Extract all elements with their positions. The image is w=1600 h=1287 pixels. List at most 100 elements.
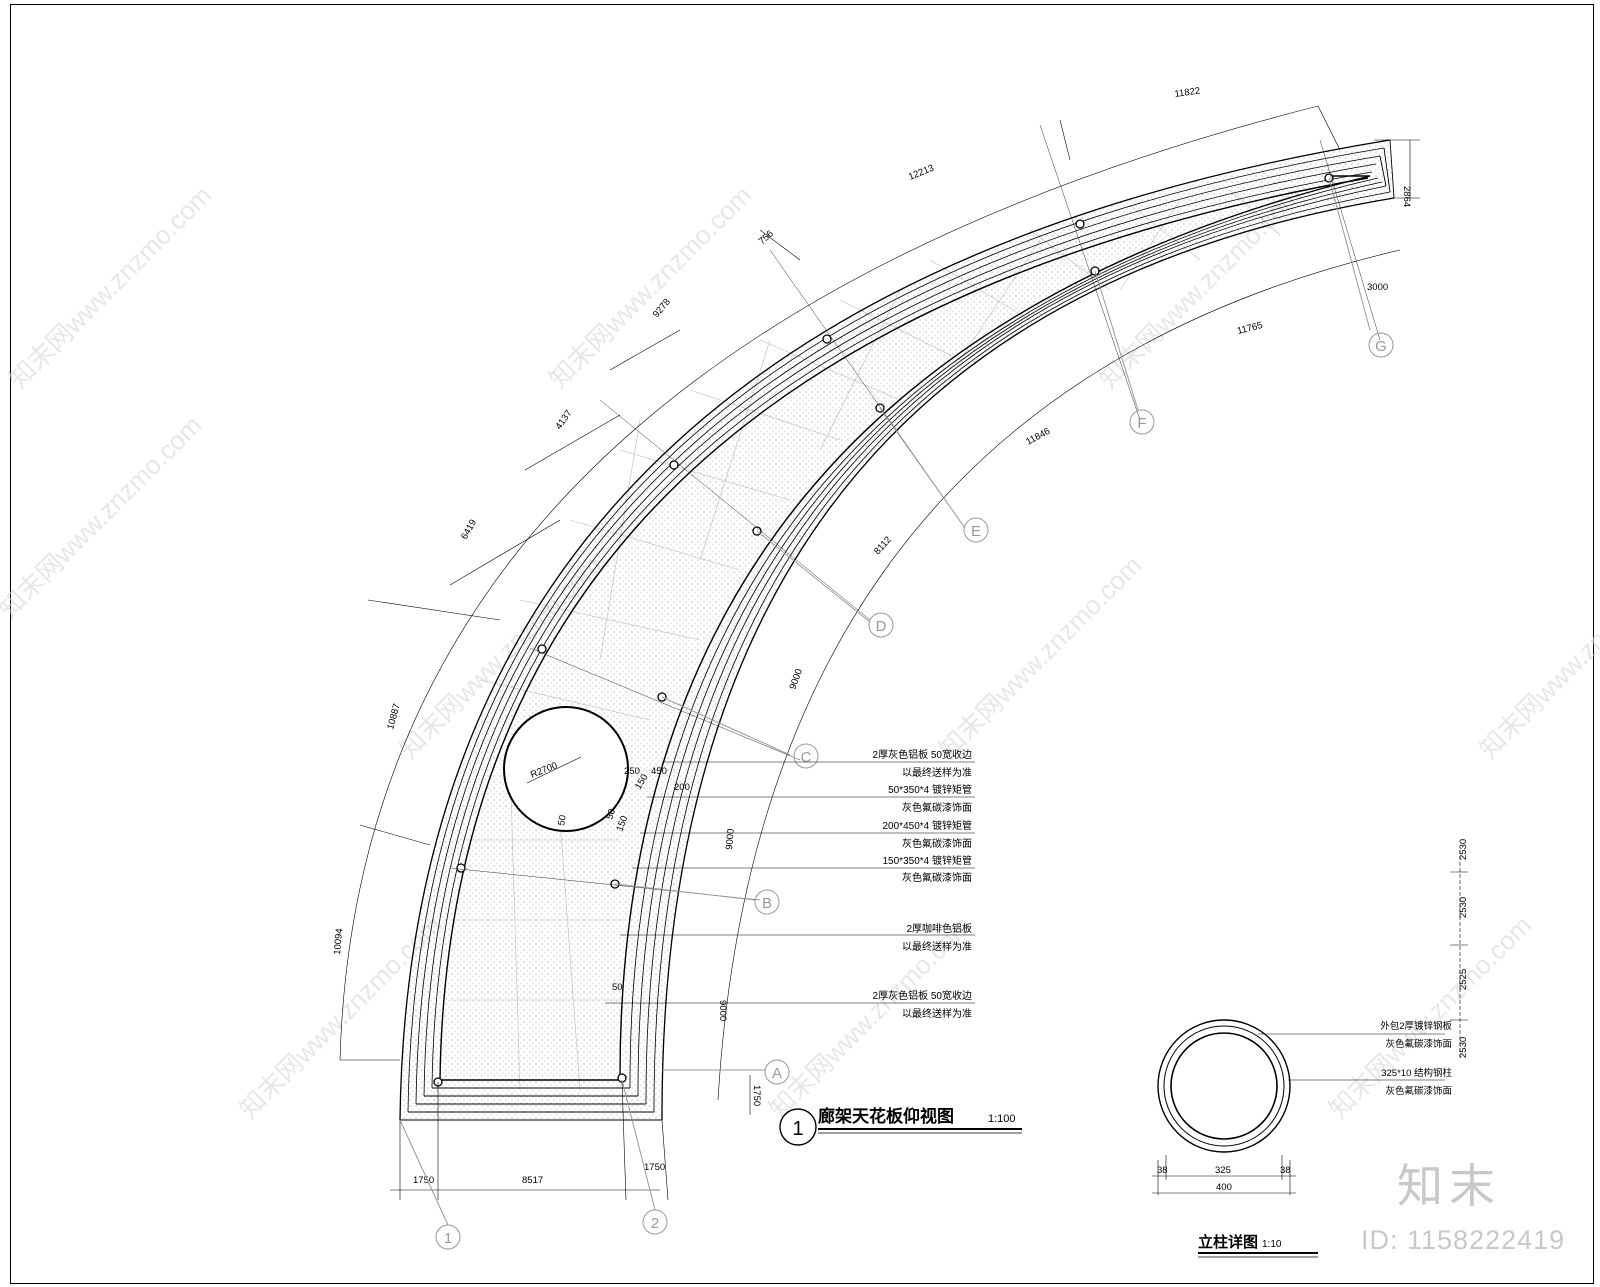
dim-text: 50 xyxy=(612,982,623,993)
inner-dim-arc xyxy=(717,249,1401,1101)
detail-dim: 2530 xyxy=(1458,897,1469,918)
axis-bubble xyxy=(754,889,780,915)
detail-dim: 2525 xyxy=(1458,969,1469,990)
inner-rail-a xyxy=(645,185,1387,1105)
ceiling-infill xyxy=(400,140,1394,1120)
axis-bubble xyxy=(793,743,819,769)
main-scale: 1:100 xyxy=(988,1113,1016,1125)
detail-title: 立柱详图 xyxy=(1198,1233,1258,1251)
dim-text: 150 xyxy=(614,814,630,833)
dim-text: 200 xyxy=(674,782,690,793)
column xyxy=(822,334,832,344)
axis-bubble xyxy=(963,517,989,543)
inner-rail-b xyxy=(637,181,1383,1097)
steel-column xyxy=(1170,1032,1278,1140)
dim-text: 1750 xyxy=(644,1162,665,1173)
watermark-layer: 知末网www.znzmo.com 知末网www.znzmo.com 知末网www… xyxy=(0,180,1600,1124)
dim-text: 756 xyxy=(757,228,776,247)
note-text: 2厚灰色铝板 50宽收边 xyxy=(873,748,972,761)
column-detail-texts: 外包2厚镀锌钢板 灰色氟碳漆饰面 325*10 结构钢柱 灰色氟碳漆饰面 38 … xyxy=(1157,839,1469,1193)
end-cap-north xyxy=(1379,139,1395,199)
skylight-opening xyxy=(503,706,629,832)
axis-label: C xyxy=(801,749,812,766)
detail-note: 灰色氟碳漆饰面 xyxy=(1385,1038,1452,1050)
axis-bubble xyxy=(764,1059,790,1085)
end-cap-south xyxy=(400,1087,662,1121)
dim-text: 50 xyxy=(556,814,569,826)
column xyxy=(1075,219,1085,229)
note-text: 灰色氟碳漆饰面 xyxy=(902,801,972,814)
dimension-lines xyxy=(339,105,1420,1201)
axis-label: 1 xyxy=(444,1230,452,1247)
outer-rail-c xyxy=(431,171,1373,1089)
detail-dim: 400 xyxy=(1216,1182,1232,1193)
material-notes: 2厚灰色铝板 50宽收边 以最终送样为准 50*350*4 镀锌矩管 灰色氟碳漆… xyxy=(873,748,972,1020)
detail-dim: 38 xyxy=(1280,1165,1291,1176)
note-text: 200*450*4 镀锌矩管 xyxy=(883,819,973,832)
axis-bubble xyxy=(642,1209,668,1235)
inner-edge xyxy=(661,197,1395,1121)
axis-label: G xyxy=(1375,338,1387,355)
dim-text: 10887 xyxy=(385,702,402,730)
brand-logo: 知末 xyxy=(1397,1159,1501,1213)
dim-text: 8517 xyxy=(522,1175,543,1186)
detail-note: 325*10 结构钢柱 xyxy=(1381,1067,1452,1079)
detail-note: 外包2厚镀锌钢板 xyxy=(1380,1020,1452,1032)
dim-text: 11765 xyxy=(1236,320,1264,337)
axis-bubbles xyxy=(399,177,1394,1250)
title-index-circle xyxy=(779,1108,817,1146)
note-text: 灰色氟碳漆饰面 xyxy=(902,837,972,850)
note-text: 2厚灰色铝板 50宽收边 xyxy=(873,989,972,1002)
axis-label: 2 xyxy=(651,1215,659,1232)
radius-line xyxy=(526,756,582,784)
note-text: 以最终送样为准 xyxy=(902,940,972,953)
drawing-id: ID: 1158222419 xyxy=(1361,1225,1566,1255)
detail-dim: 38 xyxy=(1157,1165,1168,1176)
dim-text: 50 xyxy=(604,807,618,820)
inner-beam xyxy=(619,175,1371,1081)
axis-labels: 1 2 A B C D E F G xyxy=(444,338,1387,1247)
outer-rail-a xyxy=(415,155,1381,1105)
dim-text: 1750 xyxy=(751,1085,762,1106)
axis-label: D xyxy=(876,618,887,635)
pergola-plan xyxy=(399,124,1395,1121)
axis-bubble xyxy=(1129,409,1155,435)
detail-note: 灰色氟碳漆饰面 xyxy=(1385,1085,1452,1097)
axis-label: A xyxy=(772,1065,782,1082)
inner-edge-inner xyxy=(653,191,1391,1113)
dim-text: 4137 xyxy=(553,408,574,432)
outer-edge xyxy=(399,139,1391,1121)
detail-dim: 2530 xyxy=(1458,1037,1469,1058)
note-text: 50*350*4 镀锌矩管 xyxy=(888,783,972,796)
dim-text: 3000 xyxy=(1367,282,1388,293)
note-text: 150*350*4 镀锌矩管 xyxy=(883,854,973,867)
dim-text: 9000 xyxy=(787,667,805,691)
main-title: 廊架天花板仰视图 xyxy=(818,1106,954,1126)
axis-bubble xyxy=(868,612,894,638)
detail-dim: 2530 xyxy=(1458,839,1469,860)
note-text: 以最终送样为准 xyxy=(902,766,972,779)
dim-text: 11846 xyxy=(1024,426,1052,448)
axis-bubble xyxy=(435,1224,461,1250)
axis-label: B xyxy=(762,895,772,912)
axis-label: E xyxy=(971,523,981,540)
main-title-block: 1 廊架天花板仰视图 1:100 xyxy=(779,1106,1022,1146)
dim-text: 12213 xyxy=(907,163,936,183)
note-text: 以最终送样为准 xyxy=(902,1007,972,1020)
drawing-frame xyxy=(10,4,1594,1284)
note-text: 灰色氟碳漆饰面 xyxy=(902,871,972,884)
dim-text: 450 xyxy=(651,766,667,777)
detail-dim: 325 xyxy=(1215,1165,1231,1176)
inner-rail-c xyxy=(629,177,1379,1089)
watermark-text: 知末网www.znzmo.com xyxy=(0,410,207,624)
outer-rail-b xyxy=(423,163,1377,1097)
detail-scale: 1:10 xyxy=(1262,1239,1282,1250)
dim-text: 1750 xyxy=(413,1175,434,1186)
outer-edge-inner xyxy=(407,147,1385,1113)
column-outer-cladding xyxy=(1157,1019,1291,1153)
dim-text: 10094 xyxy=(332,928,345,955)
axis-label: F xyxy=(1137,415,1146,432)
dim-text: 11822 xyxy=(1174,85,1201,99)
column xyxy=(456,863,466,873)
